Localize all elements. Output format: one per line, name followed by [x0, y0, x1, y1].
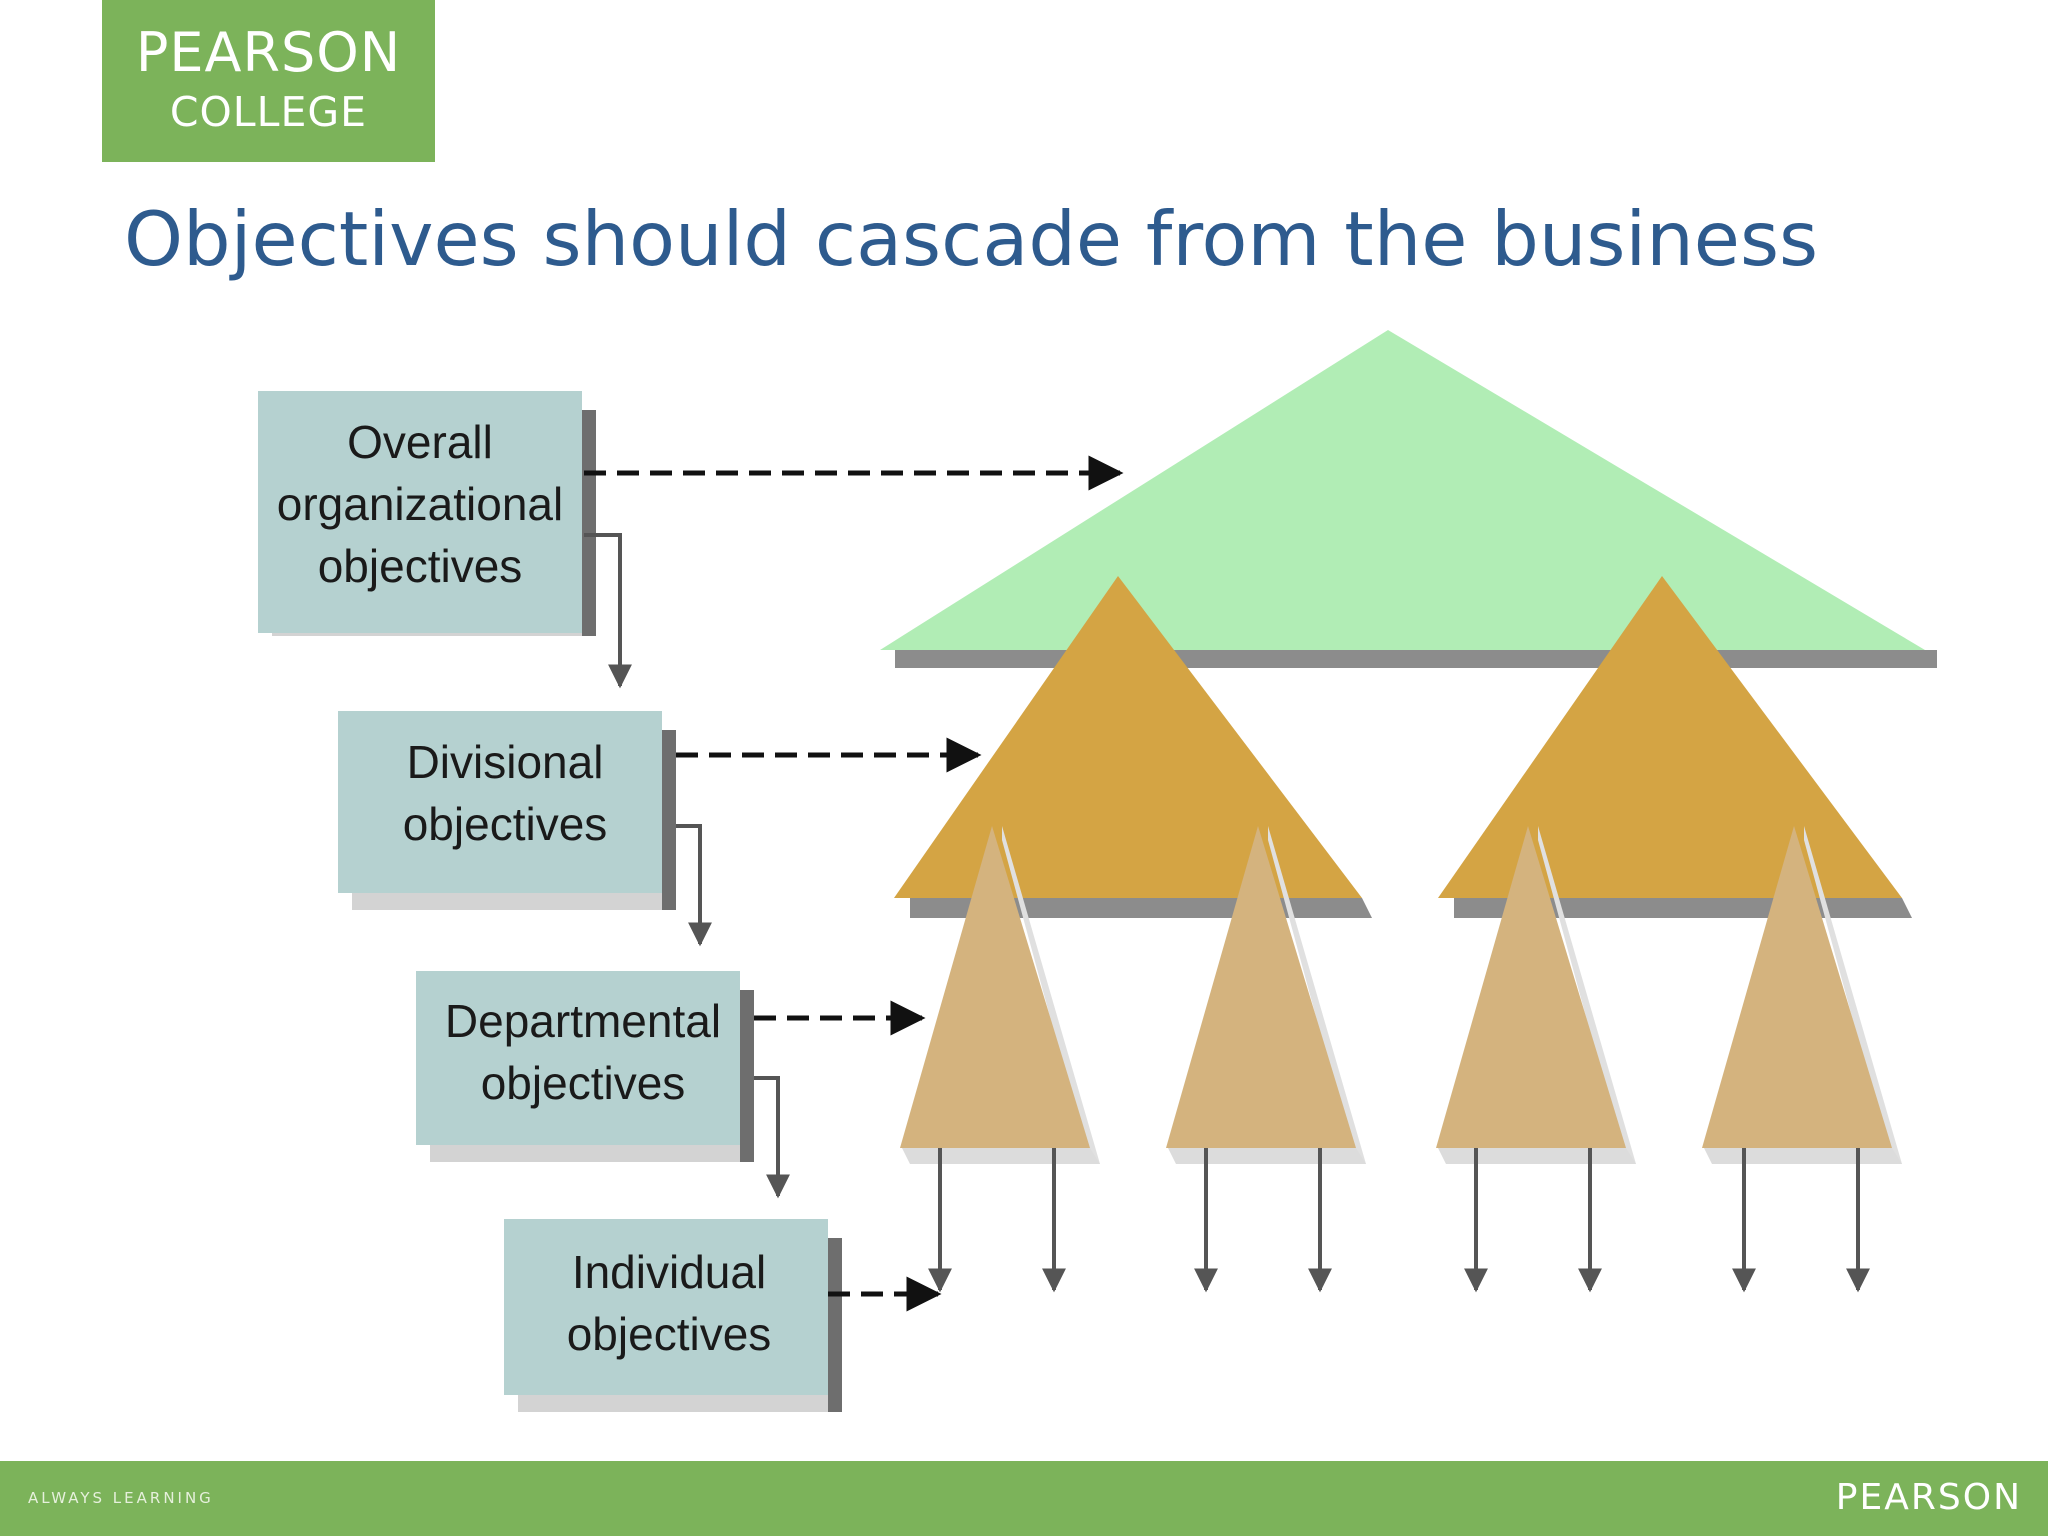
level-box-label: objectives: [403, 798, 608, 850]
level-box-departmental: Departmental objectives: [416, 971, 754, 1162]
footer-brand-logo: PEARSON: [1835, 1477, 2022, 1518]
pearson-college-logo: PEARSON COLLEGE: [102, 0, 435, 162]
cascade-connectors: [584, 533, 790, 1199]
connector-departmental-to-individual: [754, 1076, 790, 1199]
level-box-overall: Overall organizational objectives: [258, 391, 596, 636]
level-box-divisional: Divisional objectives: [338, 711, 676, 910]
dashed-arrows: [584, 455, 1124, 1312]
level-box-label: objectives: [318, 540, 523, 592]
level-box-label: objectives: [567, 1308, 772, 1360]
logo-text-college: COLLEGE: [169, 88, 368, 136]
logo-text-pearson: PEARSON: [135, 21, 402, 84]
level-box-label: Individual: [572, 1246, 766, 1298]
footer-bar: ALWAYS LEARNING PEARSON: [0, 1461, 2048, 1536]
footer-tagline: ALWAYS LEARNING: [28, 1489, 214, 1507]
level-box-label: Overall: [347, 416, 493, 468]
level-box-individual: Individual objectives: [504, 1219, 842, 1412]
level-box-label: objectives: [481, 1057, 686, 1109]
level-box-label: organizational: [277, 478, 563, 530]
department-triangle-4: [1702, 826, 1902, 1164]
individual-arrows: [928, 1148, 1870, 1293]
level-box-label: Divisional: [407, 736, 604, 788]
organization-triangle: [880, 330, 1937, 668]
slide-title: Objectives should cascade from the busin…: [124, 195, 1819, 283]
connector-divisional-to-departmental: [676, 824, 712, 947]
level-box-label: Departmental: [445, 995, 721, 1047]
department-triangle-2: [1166, 826, 1366, 1164]
department-triangle-3: [1436, 826, 1636, 1164]
department-triangle-1: [900, 826, 1100, 1164]
connector-overall-to-divisional: [584, 533, 632, 689]
